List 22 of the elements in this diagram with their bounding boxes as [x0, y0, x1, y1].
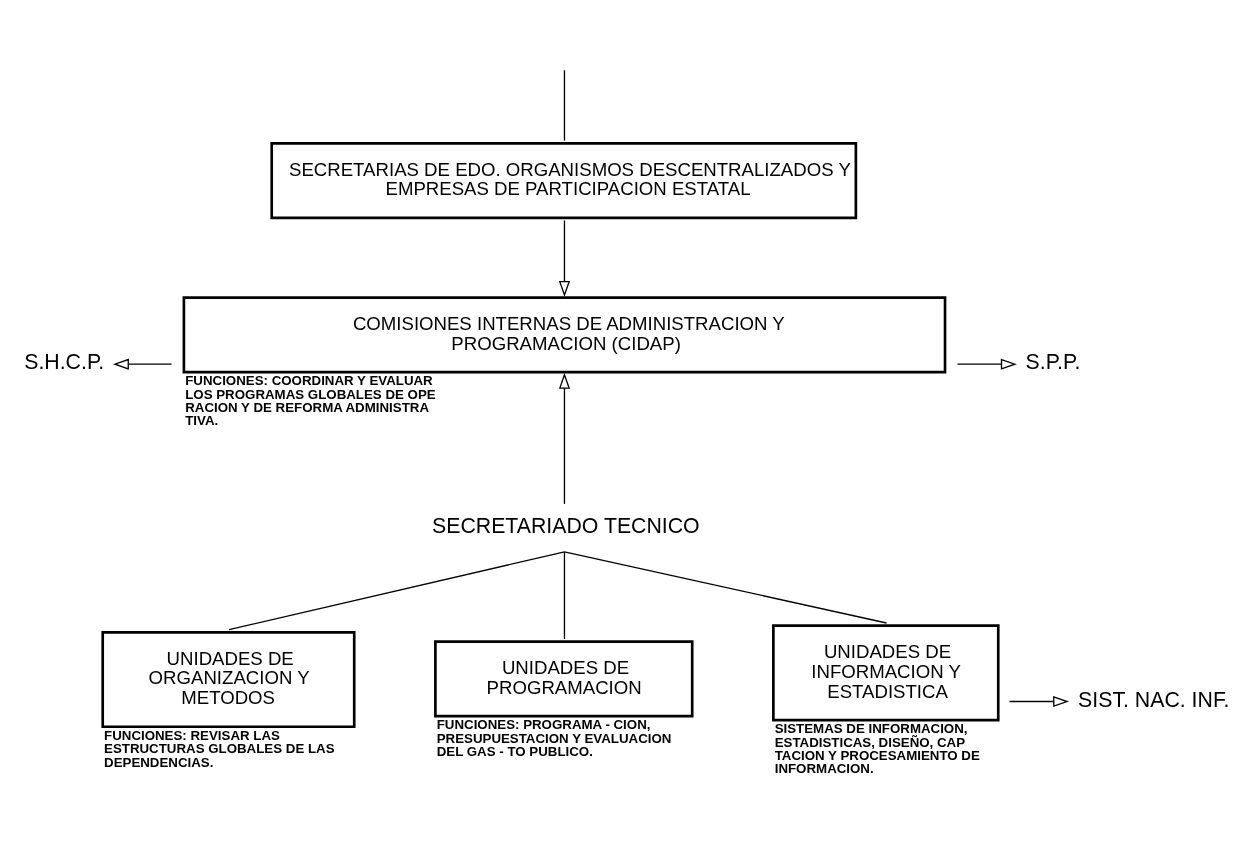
- node-box: COMISIONES INTERNAS DE ADMINISTRACION Y PROGRAMACION (CIDAP): [182, 296, 947, 374]
- node-label: SISTEMAS DE INFORMACION, ESTADISTICAS, DISEÑO, CAP TACION Y PROCESAMIENTO DE INFORMACION.: [774, 721, 980, 777]
- node-text: SECRETARIADO TECNICO: [432, 513, 700, 538]
- node-box: UNIDADES DE ORGANIZACION Y METODOS: [101, 631, 356, 729]
- node-text: S.H.C.P.: [24, 350, 105, 375]
- connector: [228, 551, 566, 631]
- node-text: S.P.P.: [1025, 350, 1081, 375]
- node-label: FUNCIONES: REVISAR LAS ESTRUCTURAS GLOBALES DE LAS DEPENDENCIAS.: [104, 728, 335, 770]
- node-box: UNIDADES DE PROGRAMACION: [434, 640, 694, 718]
- connector: [563, 551, 888, 624]
- node-text: SIST. NAC. INF.: [1078, 687, 1230, 712]
- node-label: FUNCIONES: PROGRAMA - CION, PRESUPUESTACION Y EVALUACION DEL GAS - TO PUBLICO.: [436, 717, 672, 760]
- node-box: UNIDADES DE INFORMACION Y ESTADISTICA: [772, 624, 1000, 722]
- arrow: [558, 372, 571, 505]
- node-box: SECRETARIAS DE EDO. ORGANISMOS DESCENTRALIZADOS Y EMPRESAS DE PARTICIPACION ESTATAL: [270, 141, 858, 220]
- arrow: [956, 358, 1017, 370]
- arrow: [558, 219, 571, 297]
- arrow: [112, 358, 173, 370]
- arrow: [1008, 695, 1070, 708]
- node-label: FUNCIONES: COORDINAR Y EVALUAR LOS PROGRAMAS GLOBALES DE OPE RACION Y DE REFORMA ADMINISTRA TIVA.: [185, 373, 436, 429]
- connector: [563, 69, 566, 142]
- connector: [563, 551, 566, 640]
